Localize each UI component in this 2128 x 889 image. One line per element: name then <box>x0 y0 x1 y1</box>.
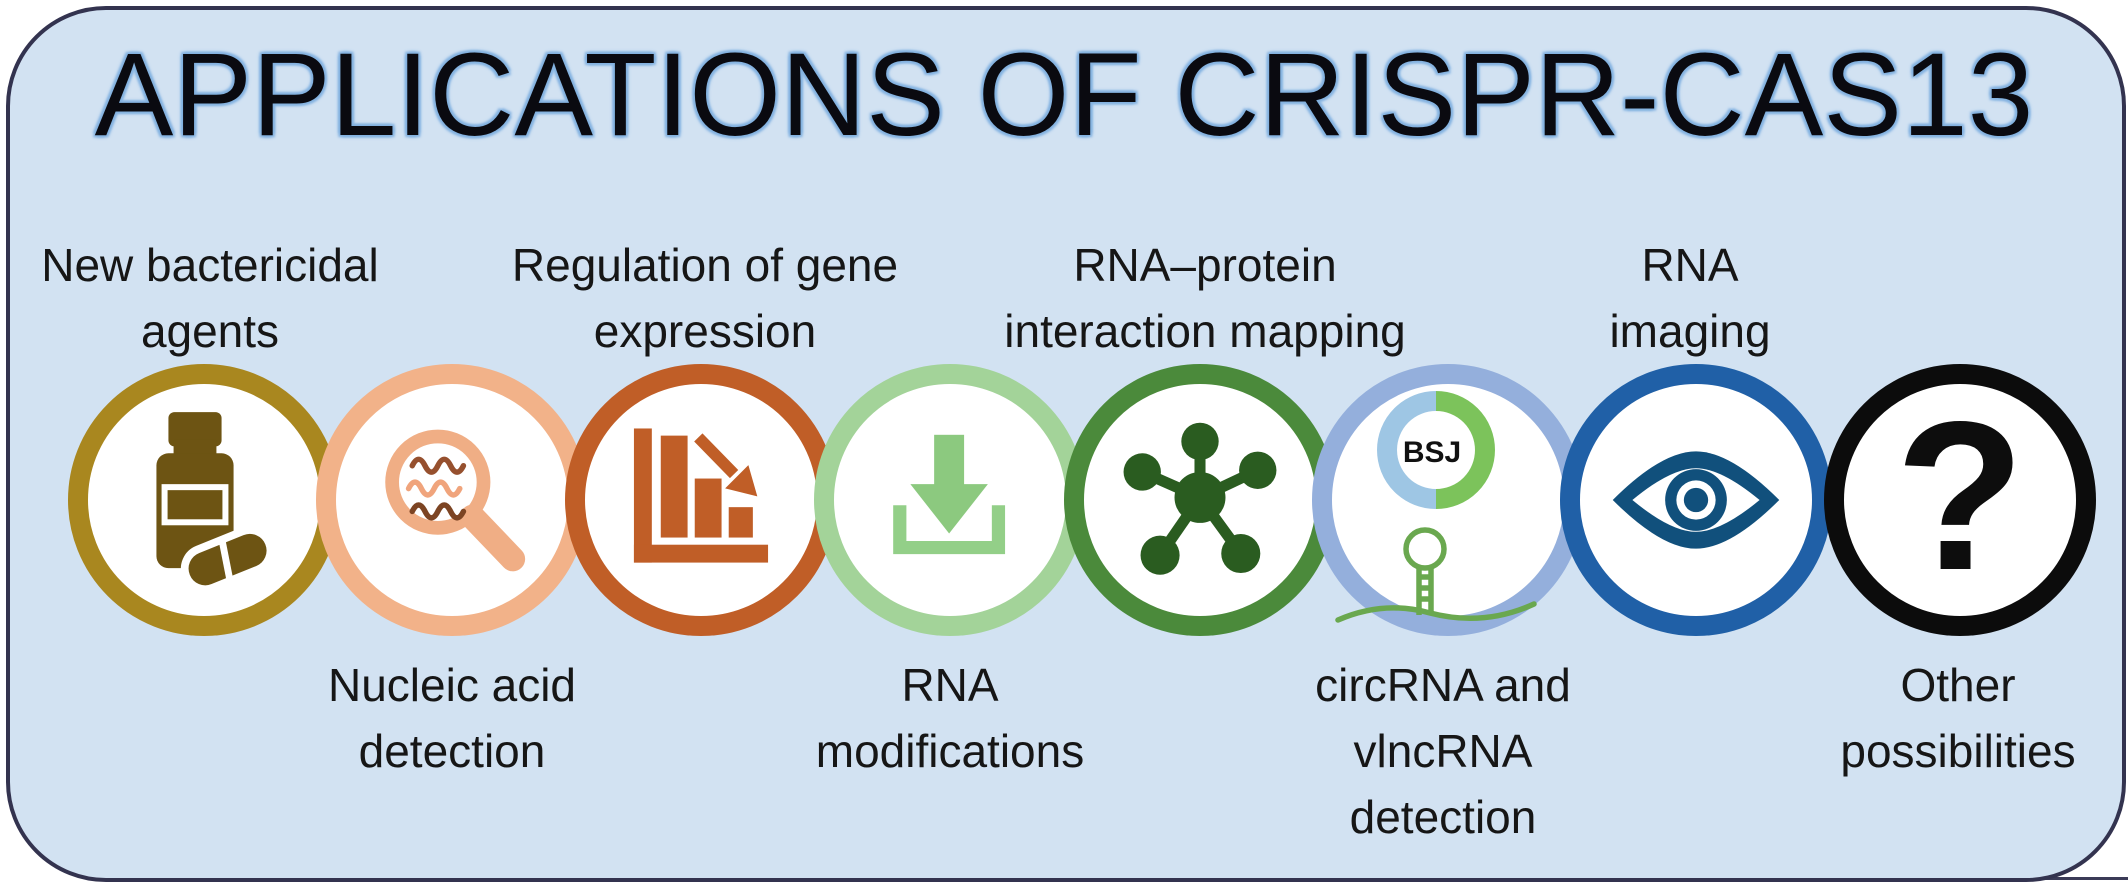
application-label: Nucleic acid detection <box>328 659 576 777</box>
application-label: Other possibilities <box>1840 659 2076 777</box>
application-label: circRNA and vlncRNA detection <box>1315 659 1571 843</box>
application-circle: BSJ <box>1312 364 1584 636</box>
application-label: Regulation of gene expression <box>511 239 899 357</box>
question-mark-icon: ? <box>1895 377 2025 614</box>
pill-bottle-icon <box>156 412 275 593</box>
download-arrow-icon <box>893 434 1006 555</box>
application-label: New bactericidal agents <box>41 239 379 357</box>
application-circle: ? <box>1824 364 2096 636</box>
application-circle <box>565 364 837 636</box>
application-label: RNA modifications <box>815 659 1085 777</box>
magnifier-rna-icon <box>385 429 526 572</box>
application-label: RNA imaging <box>1609 239 1771 357</box>
declining-bar-chart-icon <box>633 428 769 563</box>
application-label: RNA–protein interaction mapping <box>1004 239 1406 357</box>
bsj-label: BSJ <box>1403 436 1461 469</box>
hub-spoke-icon <box>1123 422 1277 575</box>
application-circle <box>1064 364 1336 636</box>
figure-title: APPLICATIONS OF CRISPR-CAS13 <box>94 29 2034 161</box>
application-circle <box>316 364 588 636</box>
eye-icon <box>1612 451 1780 549</box>
application-circle <box>814 364 1086 636</box>
application-circle <box>68 364 340 636</box>
circrna-bsj-icon: BSJ <box>1335 391 1537 623</box>
application-circle <box>1560 364 1832 636</box>
